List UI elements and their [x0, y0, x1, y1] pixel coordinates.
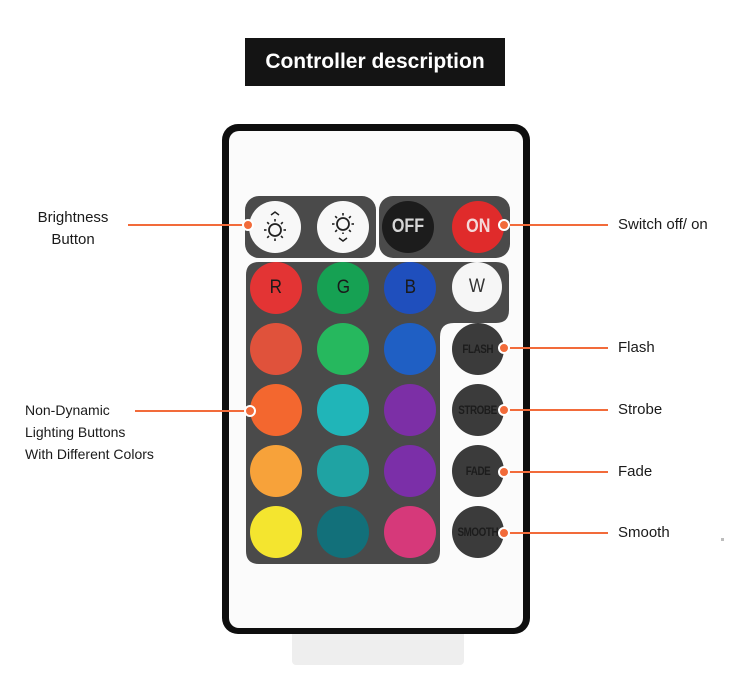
color-button[interactable]: [384, 506, 436, 558]
color-button[interactable]: [317, 445, 369, 497]
off-label: OFF: [391, 216, 425, 237]
color-button[interactable]: [250, 384, 302, 436]
switch-callout-dot: [498, 219, 510, 231]
brightness-callout: Brightness Button: [28, 207, 118, 251]
page-title: Controller description: [245, 38, 505, 86]
blue-label: B: [404, 277, 416, 298]
color-button[interactable]: [384, 445, 436, 497]
brightness-down-button[interactable]: [317, 201, 369, 253]
color-button[interactable]: [384, 384, 436, 436]
red-label: R: [269, 277, 283, 298]
fade-callout: Fade: [618, 463, 653, 480]
color-button[interactable]: [384, 323, 436, 375]
white-label: W: [468, 276, 486, 297]
strobe-callout-line: [505, 409, 608, 411]
non-dynamic-callout-line1: Non-Dynamic: [25, 402, 110, 418]
flash-callout: Flash: [618, 339, 655, 356]
non-dynamic-callout-line2: Lighting Buttons: [25, 424, 126, 440]
brightness-up-icon: [264, 211, 286, 241]
non-dynamic-callout-line3: With Different Colors: [25, 446, 154, 462]
strobe-callout-dot: [498, 404, 510, 416]
switch-callout: Switch off/ on: [618, 216, 708, 233]
smooth-button[interactable]: SMOOTH: [452, 506, 504, 558]
green-button[interactable]: G: [317, 262, 369, 314]
flash-label: FLASH: [462, 342, 494, 356]
color-button[interactable]: [250, 506, 302, 558]
smooth-callout: Smooth: [618, 524, 670, 541]
flash-callout-line: [505, 347, 608, 349]
flash-button[interactable]: FLASH: [452, 323, 504, 375]
on-label: ON: [465, 216, 491, 237]
fade-callout-line: [505, 471, 608, 473]
non-dynamic-callout-line: [135, 410, 248, 412]
strobe-button[interactable]: STROBE: [452, 384, 504, 436]
white-button[interactable]: W: [452, 262, 502, 312]
battery-tab: [292, 632, 464, 665]
fade-label: FADE: [465, 464, 491, 478]
red-button[interactable]: R: [250, 262, 302, 314]
smooth-callout-dot: [498, 527, 510, 539]
brightness-callout-line1: Brightness: [37, 209, 109, 226]
corner-marker: [721, 538, 724, 541]
color-button[interactable]: [317, 323, 369, 375]
color-button[interactable]: [317, 384, 369, 436]
fade-callout-dot: [498, 466, 510, 478]
color-button[interactable]: [250, 323, 302, 375]
color-button[interactable]: [317, 506, 369, 558]
switch-callout-line: [505, 224, 608, 226]
flash-callout-dot: [498, 342, 510, 354]
strobe-label: STROBE: [458, 403, 498, 417]
off-button[interactable]: OFF: [382, 201, 434, 253]
brightness-up-button[interactable]: [249, 201, 301, 253]
color-button[interactable]: [250, 445, 302, 497]
green-label: G: [336, 277, 350, 298]
smooth-label: SMOOTH: [457, 525, 499, 539]
smooth-callout-line: [505, 532, 608, 534]
brightness-callout-line2: Button: [51, 231, 95, 248]
brightness-callout-dot: [242, 219, 254, 231]
strobe-callout: Strobe: [618, 401, 663, 418]
fade-button[interactable]: FADE: [452, 445, 504, 497]
non-dynamic-callout: Non-Dynamic Lighting Buttons With Differ…: [25, 399, 154, 465]
brightness-callout-line: [128, 224, 246, 226]
blue-button[interactable]: B: [384, 262, 436, 314]
on-button[interactable]: ON: [452, 201, 504, 253]
brightness-down-icon: [332, 213, 354, 242]
non-dynamic-callout-dot: [244, 405, 256, 417]
